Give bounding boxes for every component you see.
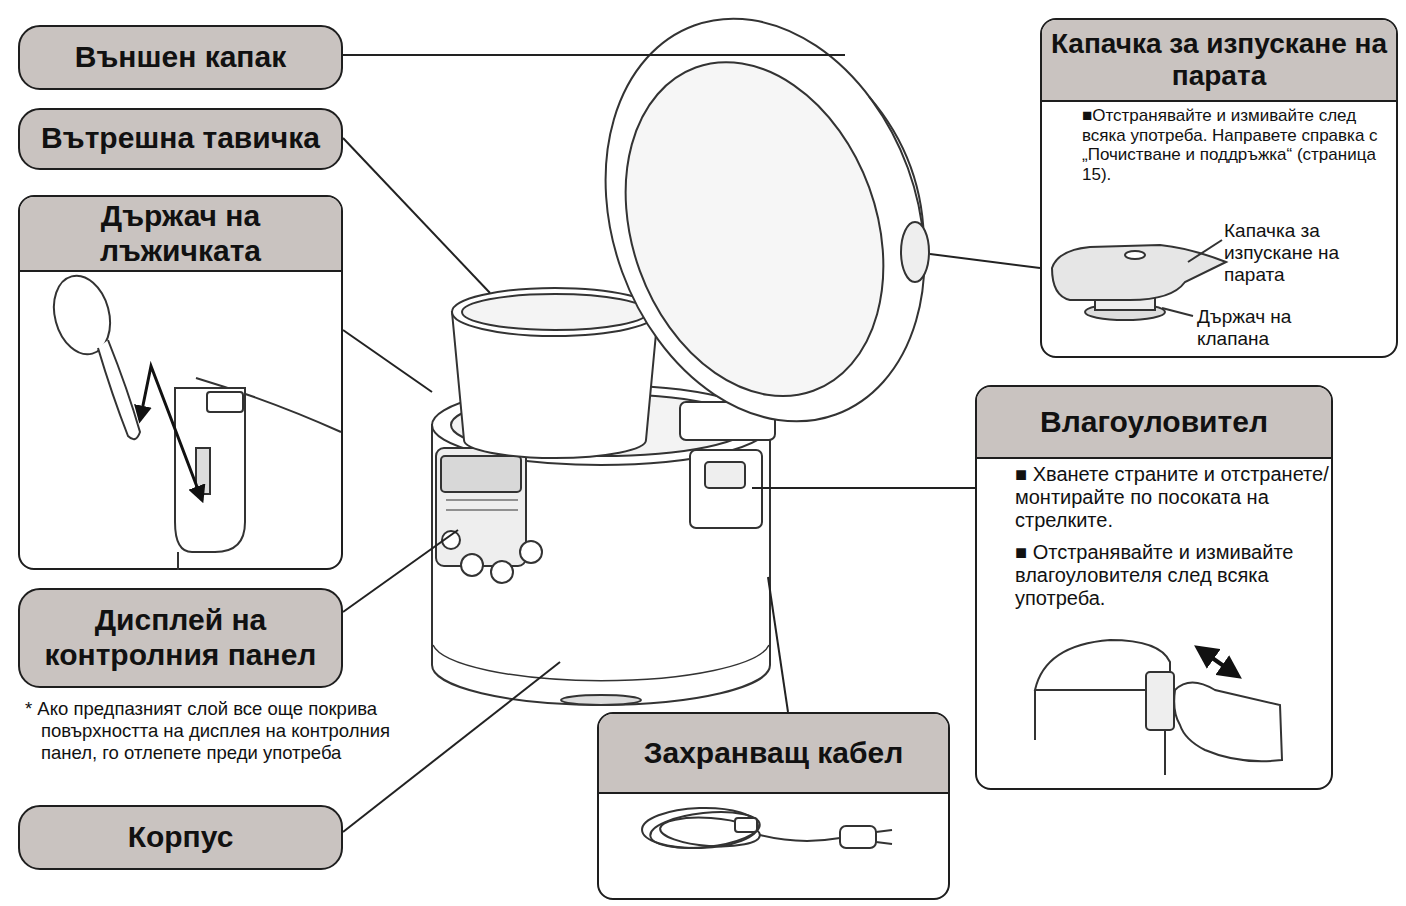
panel-button (520, 541, 542, 563)
part-label-box: Вътрешна тавичка (18, 108, 343, 170)
cooker-body (432, 385, 770, 705)
part-label-box: Външен капак (18, 25, 343, 90)
panel-heading: Капачка за изпускане на парата (1042, 20, 1396, 100)
leader-line (930, 254, 1040, 268)
detail-panel: Захранващ кабел (597, 712, 950, 900)
part-name: Корпус (20, 807, 341, 867)
body-opening (451, 394, 751, 456)
panel-heading: Захранващ кабел (599, 714, 948, 792)
leader-line (768, 577, 788, 712)
part-name: Капачка за изпускане на парата (1224, 220, 1394, 286)
part-name: Външен капак (20, 27, 341, 87)
display-line (446, 499, 518, 500)
display-window (441, 456, 521, 492)
outer-lid (551, 0, 981, 467)
lid-hinge (680, 402, 775, 440)
part-name: Вътрешна тавичка (20, 110, 341, 167)
panel-button (442, 531, 460, 549)
footnote: * Ако предпазният слой все още покрива п… (25, 698, 397, 765)
detail-panel: Капачка за изпускане на парата■Отстраняв… (1040, 18, 1398, 358)
lid-inner (581, 26, 928, 433)
control-panel (436, 448, 526, 566)
body-shell (432, 425, 770, 705)
instruction-text: ■Отстранявайте и измивайте след всяка уп… (1082, 106, 1394, 184)
panel-heading: Влагоуловител (977, 387, 1331, 457)
pot-inside (462, 294, 648, 330)
lid-handle (869, 92, 938, 247)
steam-cap-knob (901, 222, 929, 282)
moisture-catcher (690, 450, 762, 528)
body-rim (432, 385, 770, 465)
instruction-text: ■ Хванете страните и отстранете/ монтира… (1015, 463, 1329, 532)
display-line (446, 509, 518, 510)
pot-wall (452, 312, 658, 458)
panel-heading: Държач на лъжичката (20, 197, 341, 270)
detail-panel: Държач на лъжичката (18, 195, 343, 570)
leader-line (343, 54, 845, 56)
base-band (433, 645, 769, 681)
leader-line (343, 530, 458, 612)
leader-line (752, 487, 975, 489)
part-name: Държач на клапана (1197, 306, 1327, 350)
part-label-box: Дисплей на контролния панел (18, 588, 343, 688)
panel-button (461, 554, 483, 576)
lid-outer (551, 0, 978, 467)
pot-rim (452, 288, 658, 336)
leader-line (343, 662, 560, 832)
panel-button (491, 561, 513, 583)
part-label-box: Корпус (18, 805, 343, 870)
leader-lines (343, 55, 1040, 832)
leader-line (343, 138, 490, 293)
inner-pot (452, 288, 658, 458)
instruction-text: ■ Отстранявайте и измивайте влагоуловите… (1015, 541, 1329, 610)
moisture-catcher-slot (705, 462, 745, 488)
leader-line (343, 330, 432, 392)
body-foot (561, 695, 641, 705)
part-name: Дисплей на контролния панел (20, 590, 341, 685)
detail-panel: Влагоуловител■ Хванете страните и отстра… (975, 385, 1333, 790)
